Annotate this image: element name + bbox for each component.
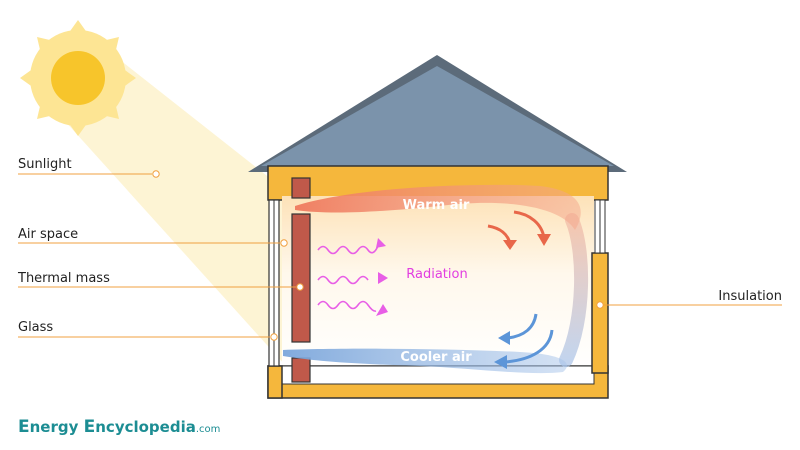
radiation-waves xyxy=(317,238,388,316)
logo-word2-rest: ncyclopedia xyxy=(95,418,196,436)
sunlight-label: Sunlight xyxy=(18,157,72,172)
cooler-air-label: Cooler air xyxy=(400,350,472,365)
insulation-label: Insulation xyxy=(718,289,782,304)
roof xyxy=(248,55,627,172)
warm-air-label: Warm air xyxy=(403,198,470,213)
leader-lines xyxy=(18,170,782,341)
radiation-label: Radiation xyxy=(406,267,467,282)
logo-word2-initial: E xyxy=(84,417,96,437)
energy-encyclopedia-logo: Energy Encyclopedia.com xyxy=(18,417,220,437)
air-space-label: Air space xyxy=(18,227,78,242)
sun-icon xyxy=(20,20,136,136)
thermal-mass-wall xyxy=(291,177,311,383)
cool-air-flow xyxy=(283,348,568,374)
sunlight-beam xyxy=(55,60,285,365)
logo-word1-initial: E xyxy=(18,417,30,437)
thermal-mass-label: Thermal mass xyxy=(17,271,110,286)
logo-word1-rest: nergy xyxy=(30,418,84,436)
air-circulation xyxy=(283,184,589,374)
logo-suffix: .com xyxy=(196,424,221,435)
glass-pane xyxy=(268,199,280,367)
glass-label: Glass xyxy=(18,320,53,335)
warm-air-flow xyxy=(295,184,581,230)
